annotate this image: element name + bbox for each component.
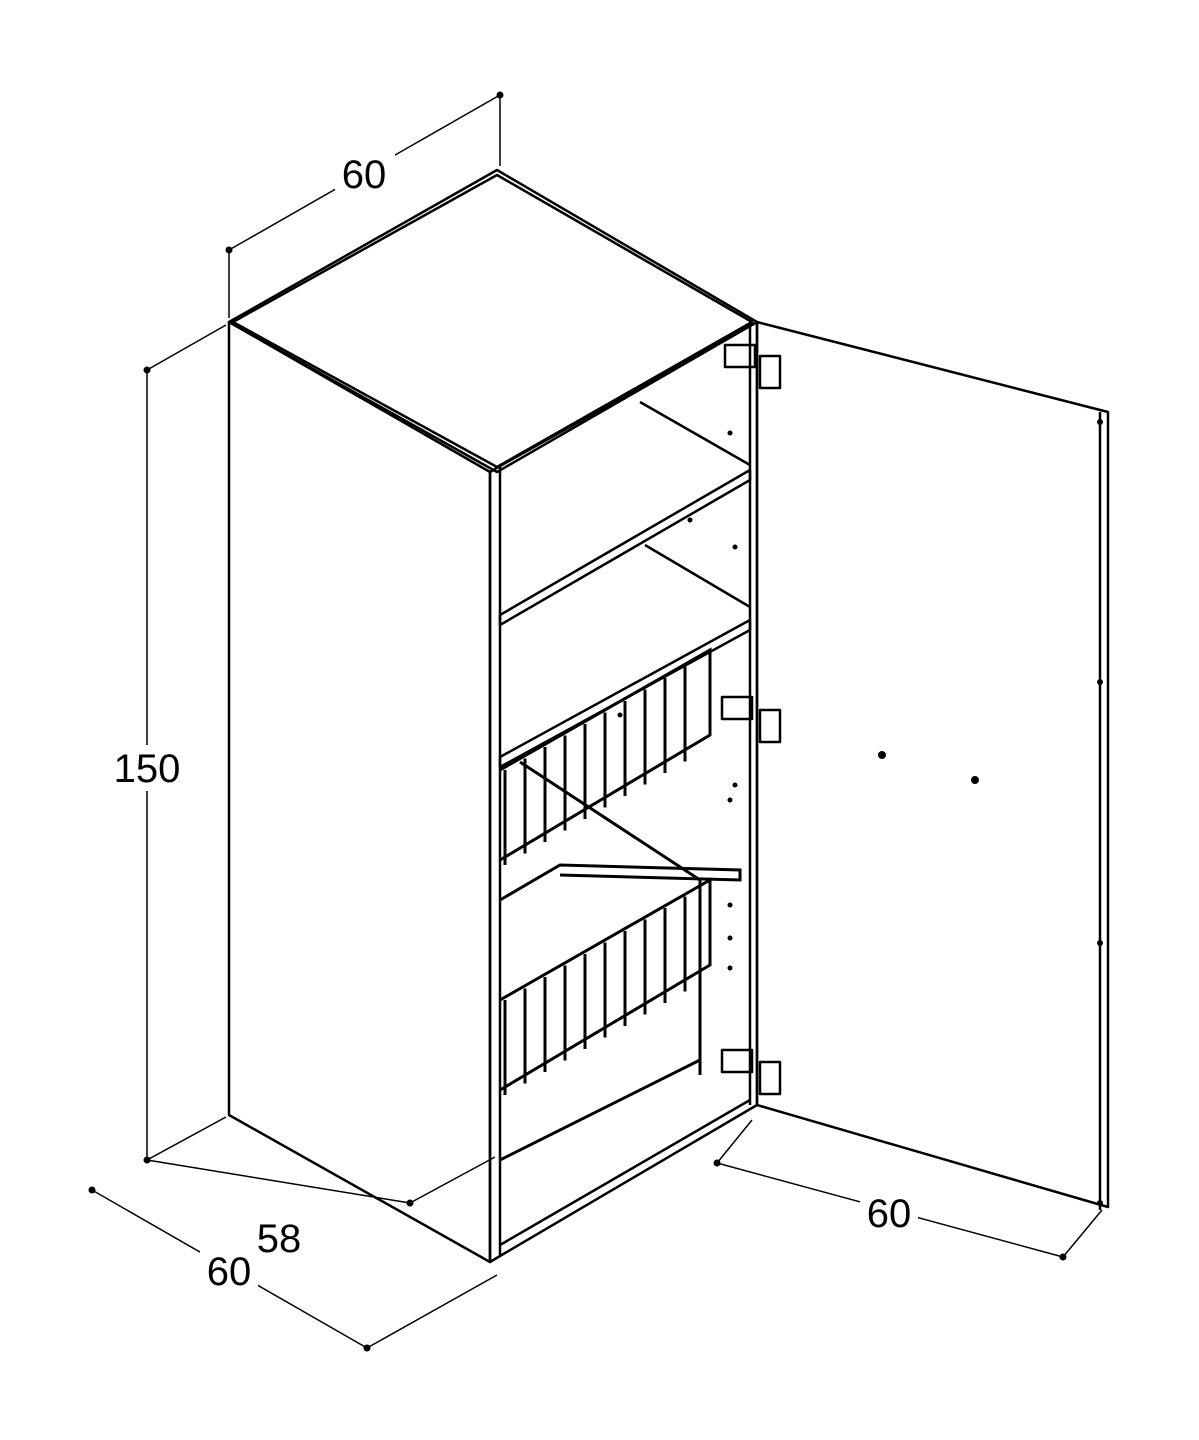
label-top-width: 60 (342, 153, 387, 197)
label-height: 150 (114, 747, 181, 791)
dimension-door-width: 60 (713, 1119, 1103, 1261)
label-outer-depth: 60 (207, 1250, 252, 1294)
cabinet-door (755, 320, 1110, 1210)
hinge-bottom (720, 1048, 782, 1096)
label-inner-depth: 58 (257, 1217, 302, 1261)
dimension-height: 150 (105, 324, 227, 1164)
wire-basket-lower (499, 877, 712, 1162)
shelves (498, 400, 752, 971)
cabinet-body (227, 168, 759, 1264)
dimension-depth: 58 60 (88, 1156, 498, 1352)
hinge-top (723, 343, 782, 390)
dimension-top-width: 60 (225, 91, 504, 318)
wire-basket-upper (499, 647, 742, 902)
label-door-width: 60 (867, 1192, 912, 1236)
hinge-middle (720, 695, 782, 744)
hinges (720, 343, 782, 1096)
